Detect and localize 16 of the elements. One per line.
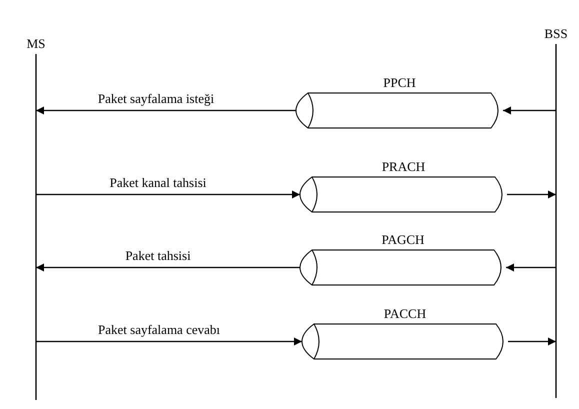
message-label: Paket sayfalama isteği bbox=[96, 90, 216, 106]
lifeline-label: MS bbox=[26, 36, 46, 51]
channel-name: PACCH bbox=[384, 306, 426, 321]
arrow bbox=[36, 190, 300, 198]
arrow bbox=[36, 106, 296, 114]
arrow bbox=[506, 264, 556, 272]
channel-name: PRACH bbox=[382, 159, 426, 174]
channel-name: PAGCH bbox=[382, 232, 424, 247]
arrow bbox=[503, 106, 556, 114]
lifeline-label: BSS bbox=[544, 26, 568, 41]
arrow bbox=[36, 264, 300, 272]
arrow bbox=[507, 190, 556, 198]
message-label: Paket sayfalama cevabı bbox=[97, 322, 221, 336]
arrow bbox=[508, 338, 556, 346]
arrow bbox=[36, 338, 302, 346]
channel-name: PPCH bbox=[383, 75, 416, 90]
